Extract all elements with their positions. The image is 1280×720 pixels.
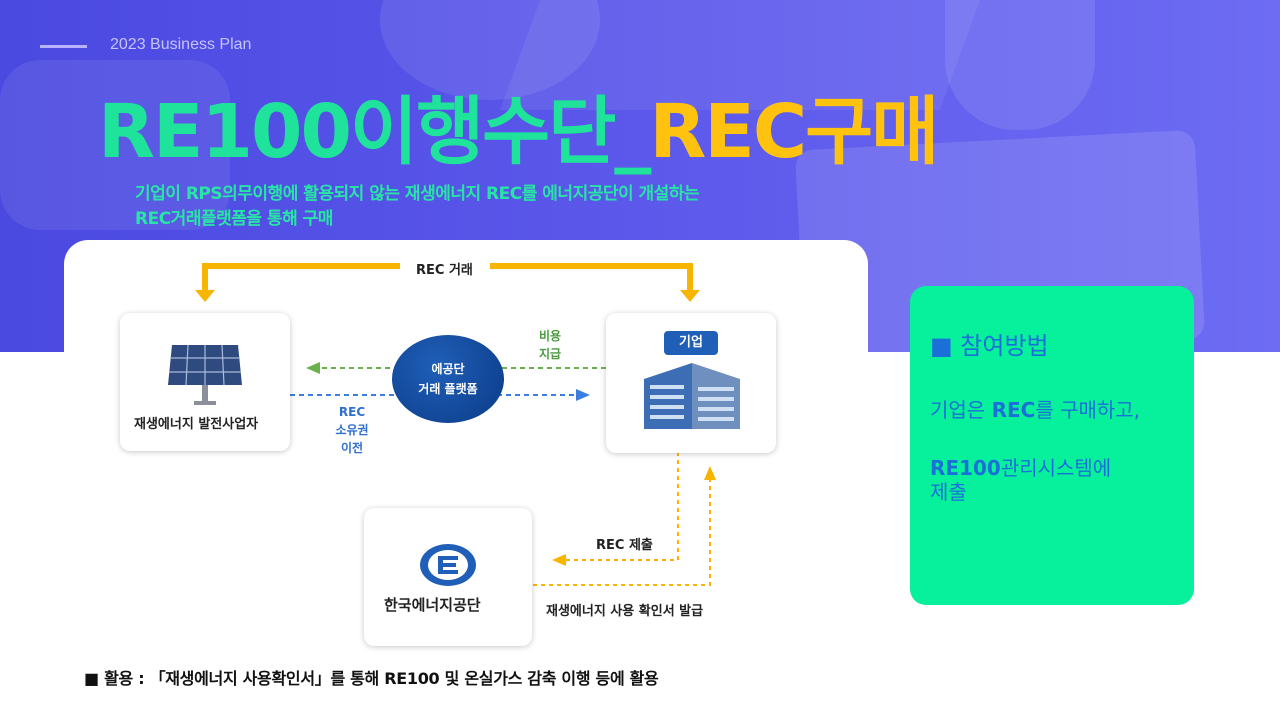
header-label: 2023 Business Plan [110,36,252,53]
transfer-arrow-head [576,389,590,401]
header-accent-line [40,45,87,48]
submit-label: REC 제출 [596,538,653,553]
payment-label: 비용 지급 [530,327,570,363]
subtitle-line-2: REC거래플랫폼을 통해 구매 [135,209,333,229]
payment-line-1: 비용 [538,329,562,343]
panel-line-2-bold: RE100 [930,456,1001,480]
trade-arrow-head-left [195,290,215,302]
trade-arrow-head-right [680,290,700,302]
producer-label: 재생에너지 발전사업자 [134,417,259,432]
title-part-yellow: REC구매 [649,89,939,175]
issue-dashed-line [533,478,711,586]
panel-line-1: 기업은 REC를 구매하고, [930,394,1140,423]
payment-arrow-head [306,362,320,374]
panel-heading: ■ 참여방법 [930,332,1049,360]
panel-line-2-post: 관리시스템에 [1000,456,1112,480]
platform-line-2: 거래 플랫폼 [418,382,478,396]
platform-oval: 에공단 거래 플랫폼 [392,335,504,423]
transfer-line-1: REC [338,405,366,419]
panel-line-3: 제출 [930,480,967,504]
solar-panel-icon [168,344,242,405]
trade-arrow-right-segment [490,263,693,292]
agency-name: 한국에너지공단 [384,596,481,614]
energy-agency-logo-icon [420,544,476,586]
background-cup-shape [945,0,1095,130]
subtitle-line-1: 기업이 RPS의무이행에 활용되지 않는 재생에너지 REC를 에너지공단이 개… [135,184,700,204]
transfer-line-2: 소유권 [335,423,369,437]
company-badge: 기업 [664,331,718,355]
producer-box: 재생에너지 발전사업자 [120,313,290,451]
panel-line-1-bold: REC [991,398,1036,422]
agency-box: 한국에너지공단 [364,508,532,646]
transfer-label: REC 소유권 이전 [328,403,376,457]
footer-note: ■ 활용 : 「재생에너지 사용확인서」를 통해 RE100 및 온실가스 감축… [84,669,659,688]
panel-line-1-post: 를 구매하고, [1035,398,1141,422]
trade-label: REC 거래 [410,259,479,278]
issue-label: 재생에너지 사용 확인서 발급 [546,604,704,619]
title-part-green: RE100이행수단_ [98,89,651,175]
platform-line-1: 에공단 [431,362,465,376]
payment-line-2: 지급 [538,347,562,361]
issue-arrow-head [704,466,716,480]
page-title: RE100이행수단_REC구매 [98,89,939,175]
submit-arrow-head [552,554,566,566]
company-box: 기업 [606,313,776,453]
page-subtitle: 기업이 RPS의무이행에 활용되지 않는 재생에너지 REC를 에너지공단이 개… [135,182,700,232]
panel-line-1-pre: 기업은 [930,398,992,422]
transfer-line-3: 이전 [340,441,364,455]
panel-line-2: RE100관리시스템에 [930,452,1111,481]
trade-arrow-left-segment [202,263,400,292]
building-icon [644,363,740,429]
submit-dashed-line [563,452,679,561]
participation-panel: ■ 참여방법 기업은 REC를 구매하고, RE100관리시스템에 제출 [910,286,1194,605]
background-hand-shape [0,60,230,230]
